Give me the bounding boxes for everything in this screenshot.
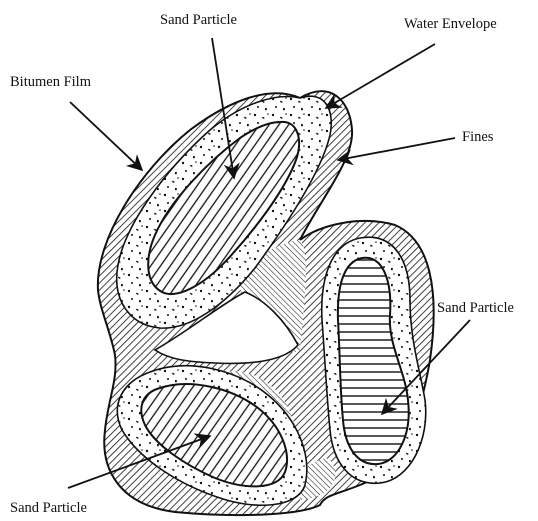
label-bitumen-film: Bitumen Film bbox=[10, 74, 92, 90]
arrow-water-envelope bbox=[326, 44, 435, 108]
label-fines: Fines bbox=[462, 129, 494, 145]
arrow-bitumen-film bbox=[70, 102, 142, 170]
label-sand-particle-right: Sand Particle bbox=[437, 300, 514, 316]
label-sand-particle-bottom: Sand Particle bbox=[10, 500, 87, 516]
label-water-envelope: Water Envelope bbox=[404, 16, 497, 32]
arrow-fines bbox=[338, 138, 455, 160]
label-sand-particle-top: Sand Particle bbox=[160, 12, 237, 28]
